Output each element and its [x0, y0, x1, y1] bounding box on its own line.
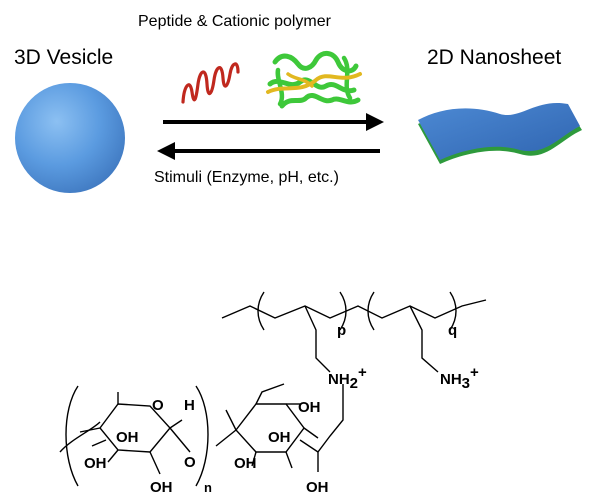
oh-right-2: OH — [268, 429, 291, 446]
oh-right-1: OH — [298, 399, 321, 416]
forward-label: Peptide & Cationic polymer — [138, 13, 331, 30]
glycosidic-oxygen: O — [184, 454, 196, 471]
ring-oxygen-left: O — [152, 397, 164, 414]
forward-arrow — [163, 113, 384, 131]
oh-right-3: OH — [234, 455, 257, 472]
vesicle-label: 3D Vesicle — [14, 46, 114, 69]
oh-left-2: OH — [84, 455, 107, 472]
nanosheet-label: 2D Nanosheet — [427, 46, 562, 69]
chemical-structure — [59, 291, 487, 487]
hydrogen-label: H — [184, 397, 195, 414]
oh-left-3: OH — [150, 479, 173, 496]
oh-left-1: OH — [116, 429, 139, 446]
peptide-helix-icon — [181, 62, 240, 104]
sub-q: q — [448, 322, 457, 339]
cationic-polymer-icon — [266, 51, 362, 109]
oh-right-4: OH — [306, 479, 329, 496]
sub-p: p — [337, 322, 346, 339]
reverse-arrow — [157, 142, 380, 160]
nanosheet-shape — [418, 102, 582, 164]
nh2-label: NH2+ — [328, 364, 367, 392]
polymer-backbone — [221, 299, 487, 319]
reverse-label: Stimuli (Enzyme, pH, etc.) — [154, 169, 339, 186]
sub-n: n — [204, 480, 212, 495]
vesicle-sphere — [15, 83, 125, 193]
nh3-label: NH3+ — [440, 364, 479, 392]
